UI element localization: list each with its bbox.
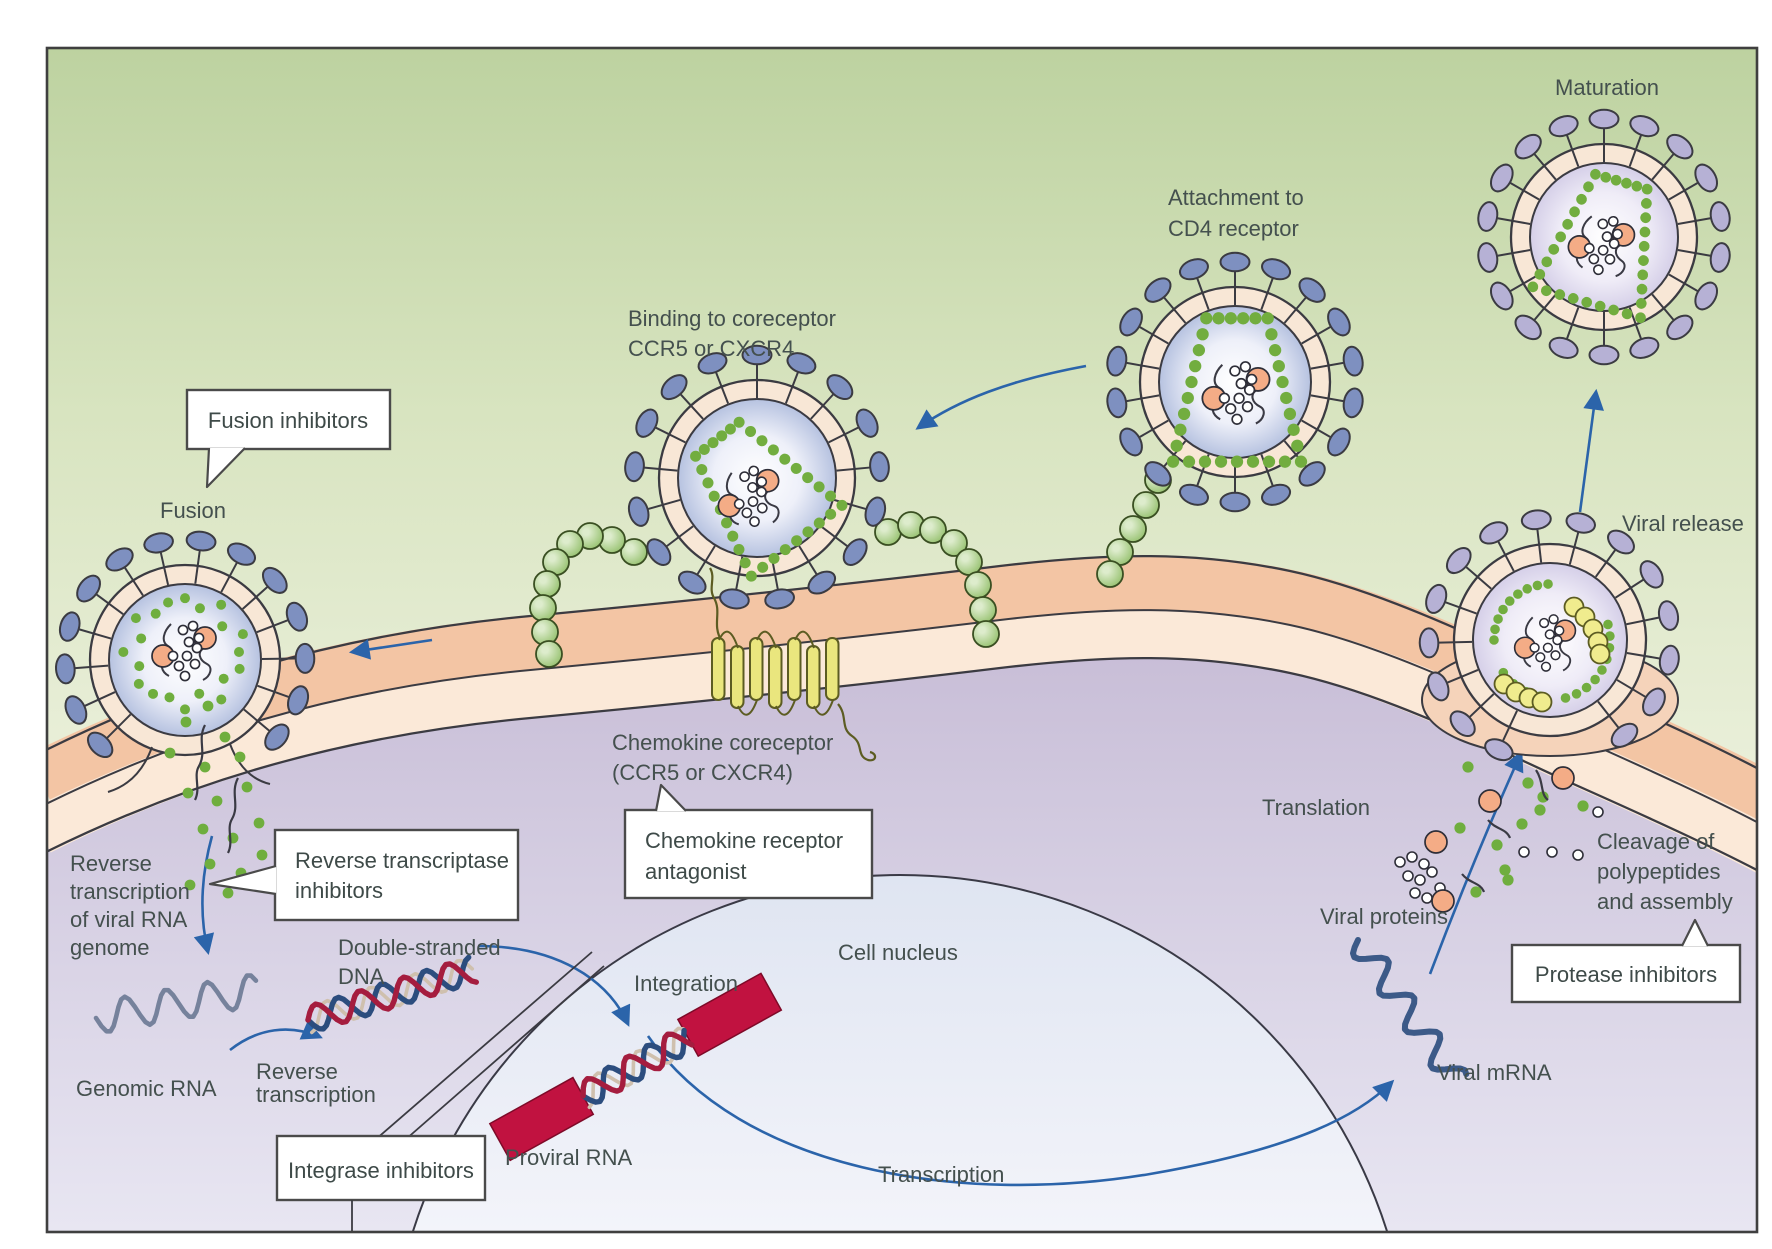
capsid-cone	[690, 416, 848, 582]
envelope-spikes	[624, 344, 890, 610]
chemokine-antagonist-callout: Chemokine receptor antagonist	[623, 783, 874, 900]
viral-mrna	[1350, 937, 1470, 1078]
double-stranded-dna	[305, 954, 479, 1035]
rt-genome-label-line4: genome	[70, 935, 150, 960]
cd4-chain-left	[529, 522, 648, 668]
drug-callouts: Integrase inhibitors Fusion inhibitors R…	[185, 388, 1742, 1232]
budding-virion	[1418, 509, 1680, 762]
rt-inhibitors-callout: Reverse transcriptase inhibitors	[208, 828, 520, 922]
fusion-inhibitors-box	[185, 388, 392, 451]
fusion-inhibitors-label: Fusion inhibitors	[208, 408, 368, 433]
genomic-rna	[93, 973, 259, 1034]
viral-proteins-cluster	[1394, 830, 1455, 913]
cleavage-label-line2: polypeptides	[1597, 859, 1721, 884]
fusion-capsid-dots	[118, 593, 248, 715]
genomic-rna-label: Genomic RNA	[76, 1076, 217, 1101]
release-to-maturation-arrow	[1578, 388, 1604, 513]
viral-core-contents	[151, 620, 217, 682]
integrase-inhibitors-label: Integrase inhibitors	[288, 1158, 474, 1183]
rt-inhibitors-label-line1: Reverse transcriptase	[295, 848, 509, 873]
coreceptor-label-line1: Chemokine coreceptor	[612, 730, 833, 755]
rt-genome-label-line3: of viral RNA	[70, 907, 188, 932]
cleavage-label-line3: and assembly	[1597, 889, 1733, 914]
attachment-virion	[1106, 251, 1364, 513]
viral-core-contents	[1201, 361, 1271, 425]
binding-label-line2: CCR5 or CXCR4	[628, 336, 794, 361]
viral-mrna-label: Viral mRNA	[1437, 1060, 1552, 1085]
integrase-pointer-line	[374, 951, 593, 1141]
proviral-helix	[580, 1026, 695, 1110]
chemokine-antagonist-pointer	[654, 783, 687, 812]
rt-inhibitors-label-line2: inhibitors	[295, 878, 383, 903]
rt-genome-label-line1: Reverse	[70, 851, 152, 876]
fusion-inhibitors-pointer	[205, 447, 246, 489]
coreceptor-label-line2: (CCR5 or CXCR4)	[612, 760, 793, 785]
attachment-to-binding-arrow	[915, 364, 1087, 430]
viral-core-contents	[1513, 614, 1577, 672]
integrase-inhibitors-callout: Integrase inhibitors	[275, 951, 605, 1232]
chemokine-antagonist-label-line1: Chemokine receptor	[645, 828, 843, 853]
protease-inhibitors-pointer	[1681, 918, 1709, 947]
diagram-artwork	[47, 48, 1757, 1232]
cell-nucleus-label: Cell nucleus	[838, 940, 958, 965]
capsid-cone	[1166, 312, 1308, 468]
diagram-frame	[45, 46, 1759, 1234]
viral-core-contents	[717, 465, 780, 528]
rt-inhibitors-box	[273, 828, 520, 922]
rt-down-arrow	[193, 835, 215, 956]
fusion-virion	[54, 530, 316, 793]
cleavage-assembly-cluster	[1454, 761, 1604, 898]
released-core-contents	[164, 700, 268, 899]
viral-proteins-label: Viral proteins	[1320, 904, 1448, 929]
translation-label: Translation	[1262, 795, 1370, 820]
protease-inhibitors-box	[1510, 943, 1742, 1004]
transcription-label: Transcription	[878, 1162, 1004, 1187]
stage-labels: Maturation Attachment to CD4 receptor Bi…	[70, 75, 1744, 1187]
envelope-spikes	[1477, 108, 1731, 366]
fusion-inhibitors-callout: Fusion inhibitors	[185, 388, 392, 489]
dsdna-label-line2: DNA	[338, 964, 385, 989]
cell-nucleus	[411, 874, 1389, 1232]
chemokine-antagonist-label-line2: antagonist	[645, 859, 747, 884]
binding-label-line1: Binding to coreceptor	[628, 306, 836, 331]
capsid-cone	[1527, 168, 1653, 324]
maturation-label: Maturation	[1555, 75, 1659, 100]
envelope-spikes	[1418, 509, 1680, 762]
integration-arrow	[477, 944, 631, 1027]
cd4-chain-right	[874, 511, 1000, 648]
viral-core-contents	[1567, 215, 1636, 278]
cleavage-label-line1: Cleavage of	[1597, 829, 1715, 854]
integration-label: Integration	[634, 971, 738, 996]
protease-inhibitors-callout: Protease inhibitors	[1510, 918, 1742, 1004]
proviral-rna-label: Proviral RNA	[505, 1145, 632, 1170]
reverse-transcription-label-line1: Reverse	[256, 1059, 338, 1084]
chemokine-antagonist-box	[623, 808, 874, 900]
entry-arrow	[348, 638, 433, 660]
attachment-label-line2: CD4 receptor	[1168, 216, 1299, 241]
assembly-arrow	[1428, 750, 1524, 975]
envelope-spikes	[54, 530, 316, 759]
protease-inhibitors-label: Protease inhibitors	[1535, 962, 1717, 987]
budding-contents	[1489, 579, 1615, 713]
integrase-inhibitors-box	[275, 1134, 487, 1202]
fusion-label: Fusion	[160, 498, 226, 523]
transcription-arrow	[646, 1035, 1395, 1187]
reverse-transcription-label-line2: transcription	[256, 1082, 376, 1107]
binding-virion	[624, 344, 890, 610]
rt-inhibitors-pointer	[208, 864, 277, 896]
integrase-pointer-line	[404, 965, 605, 1141]
rt-genome-label-line2: transcription	[70, 879, 190, 904]
maturation-virion	[1477, 108, 1731, 366]
attachment-label-line1: Attachment to	[1168, 185, 1304, 210]
dsdna-label-line1: Double-stranded	[338, 935, 501, 960]
viral-release-label: Viral release	[1622, 511, 1744, 536]
proviral-dna	[488, 972, 783, 1162]
chemokine-coreceptor	[709, 567, 877, 762]
